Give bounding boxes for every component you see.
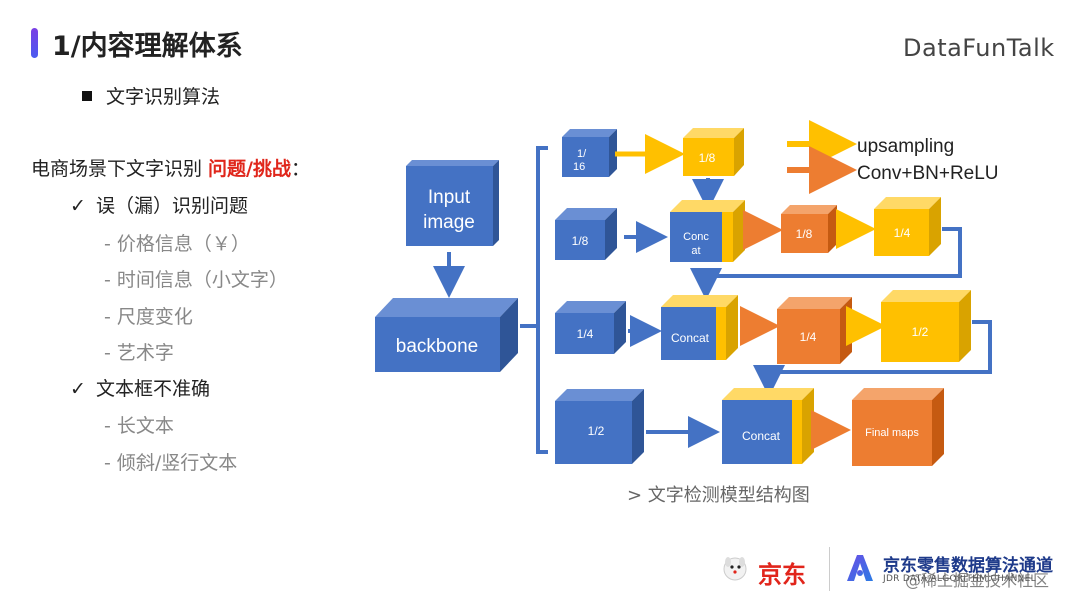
problem-highlight: 问题/挑战 [208, 158, 291, 180]
row3-upsampled-cube: 1/2 [881, 290, 971, 362]
legend-conv-label: Conv+BN+ReLU [857, 163, 999, 184]
svg-text:1/4: 1/4 [577, 327, 594, 341]
channel-logo-icon [847, 555, 873, 581]
svg-text:at: at [691, 245, 700, 257]
svg-text:1/2: 1/2 [912, 325, 929, 339]
list-item: - 倾斜/竖行文本 [104, 452, 238, 474]
row2-upsampled-cube: 1/4 [874, 197, 941, 256]
channel-subtitle: JDR DATA ALGORITHM CHANNEL [883, 574, 1036, 584]
row1-feature-cube: 1/ 16 [562, 129, 617, 177]
jd-logo-text: 京东 [758, 561, 806, 589]
svg-text:1/: 1/ [577, 148, 587, 160]
svg-text:1/8: 1/8 [796, 227, 813, 241]
footer-divider [829, 547, 830, 591]
row2-concat-cube: Conc at [670, 200, 745, 262]
svg-text:Final maps: Final maps [865, 427, 919, 439]
svg-text:16: 16 [573, 161, 585, 173]
list-item: - 艺术字 [104, 342, 174, 364]
row1-upsampled-cube: 1/8 [683, 128, 744, 176]
final-maps-cube: Final maps [852, 388, 944, 466]
check-icon: ✓ [70, 378, 86, 400]
list-item: - 尺度变化 [104, 306, 193, 328]
row2-conv-cube: 1/8 [781, 205, 837, 253]
page-title: 1/内容理解体系 [52, 31, 243, 62]
list-item-text: 误（漏）识别问题 [96, 195, 249, 217]
row4-concat-cube: Concat [722, 388, 814, 464]
row2-feedback-arrow [690, 227, 962, 300]
list-item: - 价格信息（￥） [104, 233, 250, 255]
svg-text:1/4: 1/4 [894, 226, 911, 240]
svg-text:1/4: 1/4 [800, 330, 817, 344]
problem-suffix: ： [291, 158, 311, 180]
backbone-box: backbone [375, 298, 518, 372]
diagram-caption: > 文字检测模型结构图 [627, 485, 810, 506]
list-item: - 长文本 [104, 415, 174, 437]
svg-text:1/2: 1/2 [588, 424, 605, 438]
feature-bracket [536, 146, 548, 454]
title-accent-bar [31, 28, 38, 58]
svg-text:1/8: 1/8 [572, 234, 589, 248]
svg-text:Concat: Concat [671, 331, 710, 345]
svg-text:Conc: Conc [683, 231, 709, 243]
jd-dog-icon [723, 557, 747, 581]
row3-feedback-arrow [753, 320, 992, 397]
input-image-box: Input image [406, 160, 499, 246]
subheading: 文字识别算法 [82, 82, 220, 109]
brand-logo-text: DataFunTalk [903, 34, 1055, 62]
row4-feature-cube: 1/2 [555, 389, 644, 464]
legend: upsampling Conv+BN+ReLU [787, 120, 999, 194]
problem-prefix: 电商场景下文字识别 [31, 158, 209, 180]
list-item: ✓ 文本框不准确 [70, 374, 210, 401]
input-label-line1: Input [428, 187, 471, 208]
check-icon: ✓ [70, 195, 86, 217]
list-item-text: 文本框不准确 [96, 378, 211, 400]
row2-feature-cube: 1/8 [555, 208, 617, 260]
svg-text:Concat: Concat [742, 429, 781, 443]
problem-statement: 电商场景下文字识别 问题/挑战： [31, 154, 310, 181]
watermark: @稀土掘金技术社区 [905, 571, 1050, 590]
row3-conv-cube: 1/4 [777, 297, 852, 364]
list-item: ✓ 误（漏）识别问题 [70, 191, 248, 218]
backbone-label: backbone [396, 336, 478, 357]
input-label-line2: image [423, 212, 475, 233]
row3-concat-cube: Concat [661, 295, 738, 360]
svg-text:1/8: 1/8 [699, 151, 716, 165]
square-bullet-icon [82, 90, 92, 101]
channel-title: 京东零售数据算法通道 [883, 556, 1053, 576]
list-item: - 时间信息（小文字） [104, 269, 288, 291]
subheading-text: 文字识别算法 [106, 86, 221, 108]
legend-upsampling-label: upsampling [857, 136, 954, 157]
row3-feature-cube: 1/4 [555, 301, 626, 354]
